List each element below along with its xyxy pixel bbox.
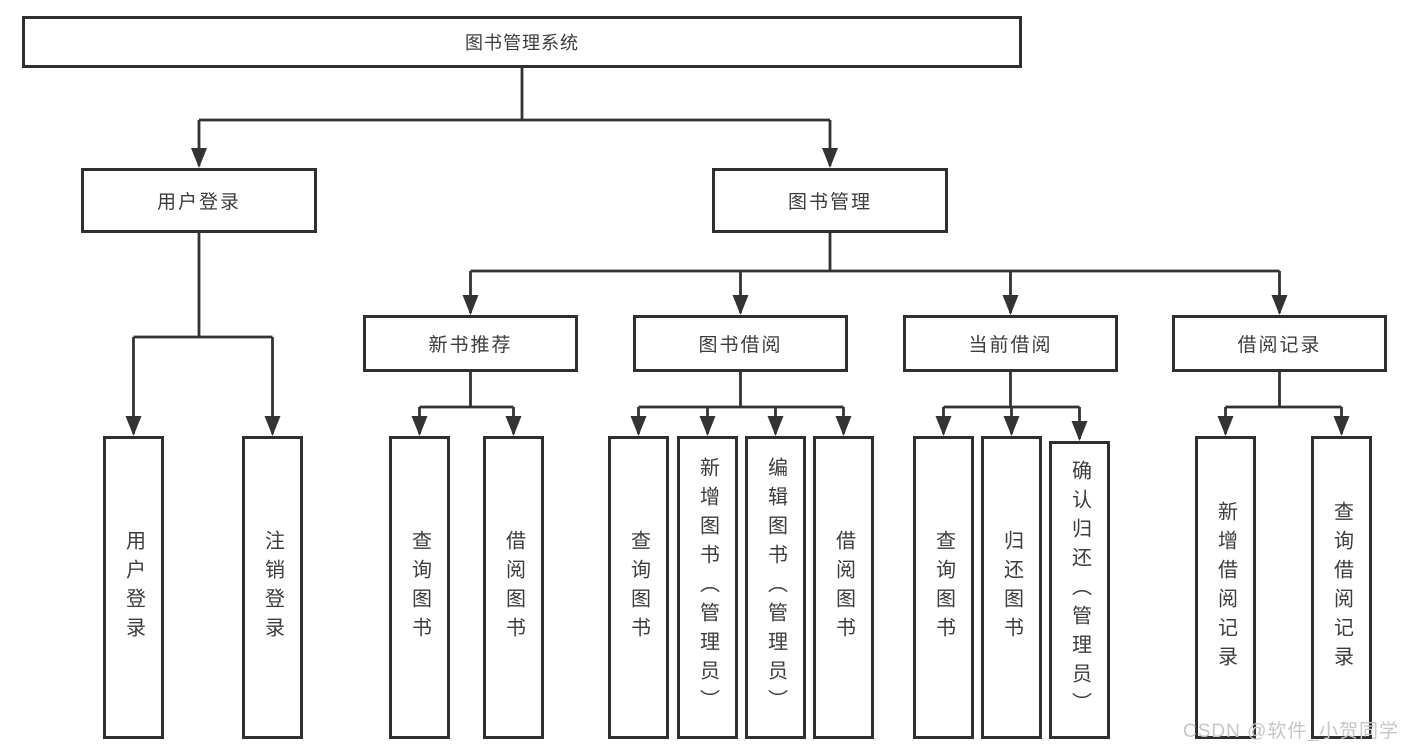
node-current-borrowing: 当前借阅	[903, 315, 1118, 372]
leaf-add-borrow-record: 新增借阅记录	[1195, 436, 1256, 739]
leaf-user-login: 用户登录	[103, 436, 164, 739]
node-new-book-recommend: 新书推荐	[363, 315, 578, 372]
leaf-logout: 注销登录	[242, 436, 303, 739]
node-label: 确认归还（管理员）	[1068, 459, 1091, 721]
node-label: 注销登录	[261, 529, 284, 646]
leaf-query-books-3: 查询图书	[913, 436, 974, 739]
leaf-borrow-books-1: 借阅图书	[483, 436, 544, 739]
leaf-query-books-1: 查询图书	[389, 436, 450, 739]
node-label: 借阅记录	[1237, 335, 1322, 356]
node-label: 归还图书	[1000, 529, 1023, 646]
leaf-return-books: 归还图书	[981, 436, 1042, 739]
node-label: 查询图书	[627, 529, 650, 646]
node-label: 借阅图书	[502, 529, 525, 646]
node-root: 图书管理系统	[22, 16, 1022, 68]
node-borrow-records: 借阅记录	[1172, 315, 1387, 372]
node-book-management: 图书管理	[712, 168, 948, 233]
node-label: 新书推荐	[428, 335, 513, 356]
leaf-add-book-admin: 新增图书（管理员）	[677, 436, 738, 739]
node-label: 图书管理系统	[465, 33, 579, 53]
node-book-borrowing: 图书借阅	[633, 315, 848, 372]
leaf-query-borrow-record: 查询借阅记录	[1311, 436, 1372, 739]
watermark: CSDN @软件_小贺同学	[1183, 721, 1399, 742]
connector-strokes	[132, 68, 1343, 439]
node-label: 用户登录	[122, 529, 145, 646]
node-label: 当前借阅	[968, 335, 1053, 356]
node-label: 借阅图书	[832, 529, 855, 646]
node-label: 图书管理	[787, 192, 872, 213]
node-label: 查询图书	[932, 529, 955, 646]
leaf-query-books-2: 查询图书	[608, 436, 669, 739]
node-user-login: 用户登录	[81, 168, 317, 233]
node-label: 查询图书	[408, 529, 431, 646]
node-label: 用户登录	[156, 192, 241, 213]
node-label: 新增借阅记录	[1214, 500, 1237, 675]
node-label: 图书借阅	[698, 335, 783, 356]
leaf-confirm-return-admin: 确认归还（管理员）	[1049, 441, 1110, 739]
leaf-borrow-books-2: 借阅图书	[813, 436, 874, 739]
node-label: 查询借阅记录	[1330, 500, 1353, 675]
arrowheads	[125, 148, 1350, 441]
leaf-edit-book-admin: 编辑图书（管理员）	[745, 436, 806, 739]
node-label: 编辑图书（管理员）	[764, 457, 787, 718]
node-label: 新增图书（管理员）	[696, 457, 719, 718]
